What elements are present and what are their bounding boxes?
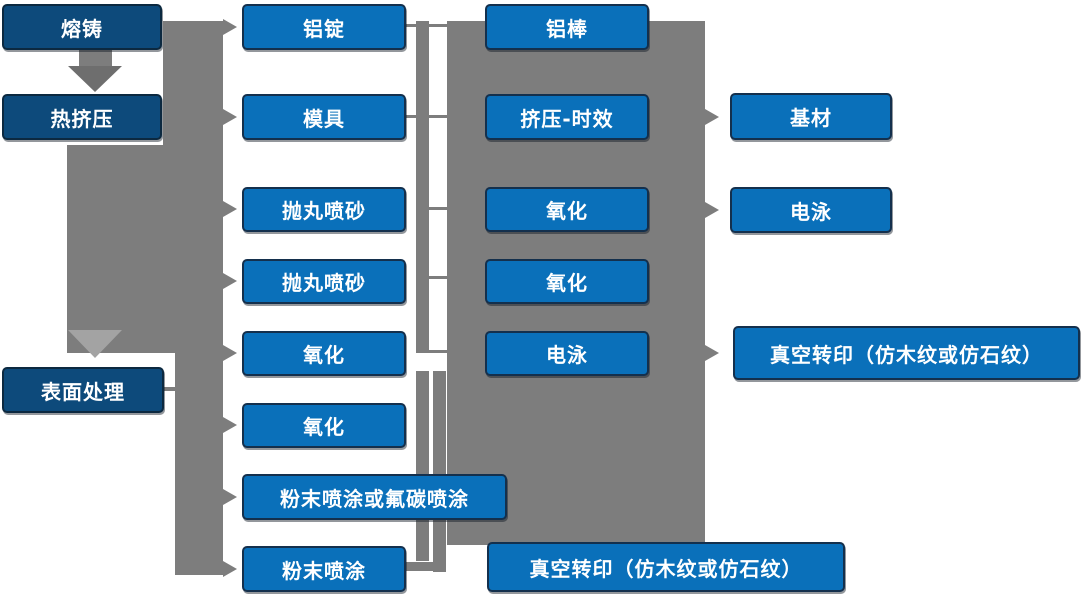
connector-line-row-oxidation1 [429, 207, 447, 210]
connector-line-row-oxidation2 [429, 276, 447, 279]
node-vacuum-transfer-col4: 真空转印（仿木纹或仿石纹） [733, 326, 1080, 380]
arrow-to-mold [223, 109, 237, 125]
arrow-down-to-hot-extrusion [68, 66, 122, 92]
connector-stub-powder-coating [406, 562, 446, 571]
node-aluminum-rod: 铝棒 [485, 4, 649, 50]
connector-band-col1-col2-bottom [175, 353, 223, 575]
arrow-to-oxidation-col2-1 [223, 345, 237, 361]
arrow-to-vacuum-transfer-col4 [705, 345, 719, 361]
node-aluminum-ingot: 铝锭 [242, 4, 406, 50]
node-base-material: 基材 [730, 93, 892, 140]
node-powder-coating: 粉末喷涂 [242, 546, 406, 592]
arrow-to-electrophoresis-col4 [705, 202, 719, 218]
connector-bar-col2-col3-top [416, 21, 429, 353]
connector-band-col1-col2-top [163, 21, 223, 145]
node-oxidation-col2-1: 氧化 [242, 331, 406, 376]
node-oxidation-col3-2: 氧化 [485, 259, 649, 304]
node-electrophoresis-col3: 电泳 [485, 331, 649, 376]
arrow-to-base-material [705, 109, 719, 125]
node-vacuum-transfer-col3: 真空转印（仿木纹或仿石纹） [487, 542, 845, 592]
arrow-down-to-surface-treatment [68, 330, 122, 358]
connector-line-mold-extrusion [406, 115, 447, 118]
arrow-to-powder-coating [223, 561, 237, 577]
node-extrusion-aging: 挤压-时效 [485, 94, 649, 140]
arrow-to-oxidation-col2-2 [223, 417, 237, 433]
node-shot-blasting-2: 抛丸喷砂 [242, 259, 406, 304]
node-hot-extrusion: 热挤压 [2, 94, 162, 140]
arrow-to-aluminum-ingot [223, 19, 237, 35]
arrow-to-shot-blasting-1 [223, 201, 237, 217]
node-oxidation-col3-1: 氧化 [485, 187, 649, 232]
arrow-to-powder-or-fluorocarbon [223, 489, 237, 505]
node-surface-treatment: 表面处理 [2, 367, 164, 413]
node-mold: 模具 [242, 94, 406, 140]
node-melt-casting: 熔铸 [2, 4, 162, 50]
connector-stub-surface-treatment [163, 387, 175, 391]
connector-line-ingot-rod [406, 24, 447, 27]
connector-line-row-electrophoresis [429, 350, 447, 353]
node-powder-or-fluorocarbon-coating: 粉末喷涂或氟碳喷涂 [242, 474, 507, 520]
node-shot-blasting-1: 抛丸喷砂 [242, 187, 406, 232]
node-oxidation-col2-2: 氧化 [242, 403, 406, 448]
connector-bar-col2-col3-bottom-2 [433, 371, 446, 572]
node-electrophoresis-col4: 电泳 [730, 187, 892, 233]
connector-bar-col2-col3-bottom-1 [416, 371, 429, 561]
arrow-to-shot-blasting-2 [223, 273, 237, 289]
connector-block-mid-left [67, 145, 223, 353]
